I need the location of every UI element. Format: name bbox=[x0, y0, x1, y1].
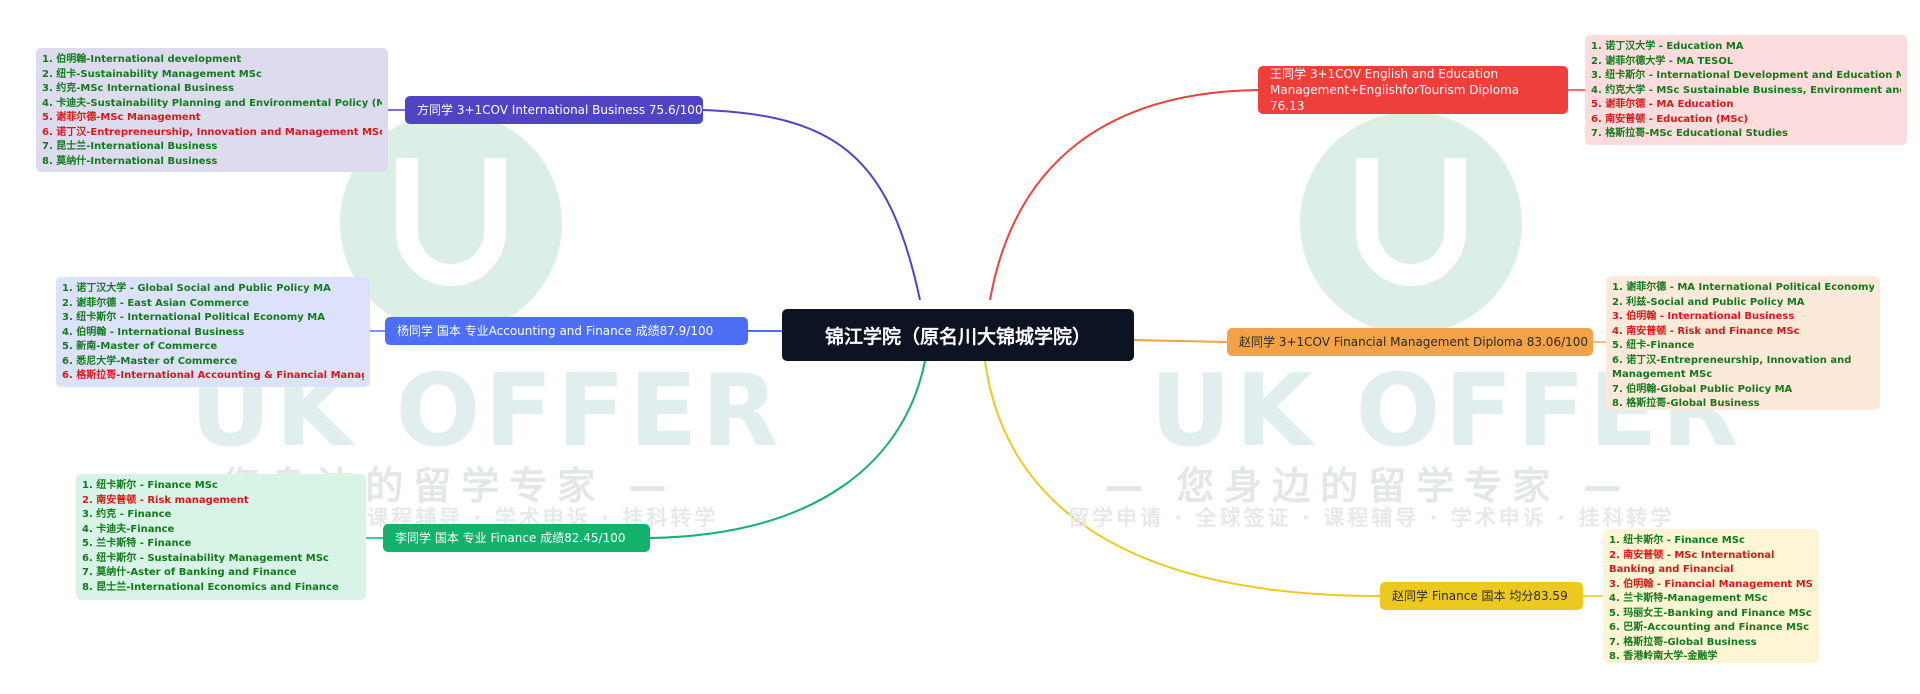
list-item: 4. 兰卡斯特-Management MSc bbox=[1609, 593, 1768, 604]
list-item: 2. 利兹-Social and Public Policy MA bbox=[1612, 296, 1805, 308]
list-item: 7. 伯明翰-Global Public Policy MA bbox=[1612, 383, 1793, 395]
list-item: 6. 悉尼大学-Master of Commerce bbox=[62, 355, 238, 367]
list-item: 1. 伯明翰-International development bbox=[42, 54, 242, 65]
list-item: 5. 兰卡斯特 - Finance bbox=[82, 538, 192, 549]
list-item: 8. 格斯拉哥-Global Business bbox=[1612, 398, 1760, 409]
list-item: 1. 诺丁汉大学 - Global Social and Public Poli… bbox=[62, 283, 331, 294]
branch-box-yang: 1. 诺丁汉大学 - Global Social and Public Poli… bbox=[56, 277, 370, 387]
list-item: 7. 昆士兰-International Business bbox=[42, 141, 218, 152]
branch-node-zhao2[interactable]: 赵同学 Finance 国本 均分83.59 bbox=[1380, 582, 1583, 610]
list-item: 1. 谢菲尔德 - MA International Political Eco… bbox=[1612, 282, 1874, 293]
list-item: 8. 莫纳什-International Business bbox=[42, 155, 218, 167]
list-item: 3. 约克-MSc International Business bbox=[42, 83, 234, 94]
list-item: 5. 谢菲尔德 - MA Education bbox=[1591, 99, 1734, 110]
list-item: 7. 莫纳什-Aster of Banking and Finance bbox=[82, 567, 297, 578]
list-item: 2. 纽卡-Sustainability Management MSc bbox=[42, 68, 262, 80]
list-item: 2. 谢菲尔德大学 - MA TESOL bbox=[1591, 55, 1734, 67]
list-item: 3. 伯明翰 - Financial Management MSc bbox=[1609, 578, 1813, 590]
list-item: 7. 格斯拉哥-MSc Educational Studies bbox=[1591, 128, 1789, 139]
list-item: 5. 玛丽女王-Banking and Finance MSc bbox=[1609, 607, 1812, 619]
branch-node-yang[interactable]: 杨同学 国本 专业Accounting and Finance 成绩87.9/1… bbox=[385, 317, 748, 345]
branch-box-wang: 1. 诺丁汉大学 - Education MA 2. 谢菲尔德大学 - MA T… bbox=[1585, 35, 1907, 145]
branch-box-zhao2: 1. 纽卡斯尔 - Finance MSc 2. 南安普顿 - MSc Inte… bbox=[1603, 529, 1819, 663]
list-item: 3. 伯明翰 - International Business bbox=[1612, 311, 1795, 322]
branch-list-fang: 1. 伯明翰-International development 2. 纽卡-S… bbox=[42, 53, 382, 169]
branch-node-wang-line2: Management+EnglishforTourism Diploma 76.… bbox=[1270, 82, 1520, 114]
branch-box-zhao1: 1. 谢菲尔德 - MA International Political Eco… bbox=[1606, 276, 1880, 410]
list-item: 2. 谢菲尔德 - East Asian Commerce bbox=[62, 297, 250, 309]
central-topic[interactable]: 锦江学院（原名川大锦城学院） bbox=[782, 309, 1134, 361]
connector-zhao1 bbox=[1133, 339, 1228, 343]
list-item: 4. 卡迪夫-Sustainability Planning and Envir… bbox=[42, 97, 382, 109]
list-item: 3. 纽卡斯尔 - International Development and … bbox=[1591, 70, 1901, 81]
list-item: 6. 诺丁汉-Entrepreneurship, Innovation and … bbox=[42, 126, 382, 138]
list-item: 6. 巴斯-Accounting and Finance MSc bbox=[1609, 622, 1810, 633]
list-item: 2. 南安普顿 - MSc International Banking and … bbox=[1609, 549, 1775, 576]
branch-box-li: 1. 纽卡斯尔 - Finance MSc 2. 南安普顿 - Risk man… bbox=[76, 474, 366, 600]
list-item: 4. 南安普顿 - Risk and Finance MSc bbox=[1612, 325, 1800, 337]
branch-node-wang-line1: 王同学 3+1COV English and Education bbox=[1270, 66, 1499, 81]
list-item: 4. 伯明翰 - International Business bbox=[62, 326, 245, 338]
branch-node-zhao1[interactable]: 赵同学 3+1COV Financial Management Diploma … bbox=[1227, 328, 1593, 356]
list-item: 6. 诺丁汉-Entrepreneurship, Innovation and … bbox=[1612, 354, 1852, 381]
connector-fang bbox=[702, 109, 921, 301]
list-item: 5. 新南-Master of Commerce bbox=[62, 341, 218, 352]
branch-list-li: 1. 纽卡斯尔 - Finance MSc 2. 南安普顿 - Risk man… bbox=[82, 479, 360, 595]
list-item: 1. 纽卡斯尔 - Finance MSc bbox=[82, 480, 218, 491]
list-item: 3. 纽卡斯尔 - International Political Econom… bbox=[62, 312, 325, 323]
branch-list-zhao2: 1. 纽卡斯尔 - Finance MSc 2. 南安普顿 - MSc Inte… bbox=[1609, 534, 1813, 663]
list-item: 1. 纽卡斯尔 - Finance MSc bbox=[1609, 535, 1745, 546]
list-item: 6. 格斯拉哥-International Accounting & Finan… bbox=[62, 370, 364, 381]
connector-zhao2 bbox=[984, 360, 1381, 597]
branch-list-yang: 1. 诺丁汉大学 - Global Social and Public Poli… bbox=[62, 282, 364, 384]
branch-node-fang[interactable]: 方同学 3+1COV International Business 75.6/1… bbox=[405, 96, 703, 124]
branch-box-fang: 1. 伯明翰-International development 2. 纽卡-S… bbox=[36, 48, 388, 172]
list-item: 6. 纽卡斯尔 - Sustainability Management MSc bbox=[82, 552, 329, 564]
list-item: 5. 纽卡-Finance bbox=[1612, 340, 1695, 351]
connector-wang bbox=[989, 89, 1259, 301]
list-item: 6. 南安普顿 - Education (MSc) bbox=[1591, 113, 1749, 125]
list-item: 8. 昆士兰-International Economics and Finan… bbox=[82, 581, 339, 593]
branch-node-wang[interactable]: 王同学 3+1COV English and Education Managem… bbox=[1258, 66, 1568, 114]
list-item: 7. 格斯拉哥-Global Business bbox=[1609, 636, 1757, 648]
branch-node-li[interactable]: 李同学 国本 专业 Finance 成绩82.45/100 bbox=[383, 524, 650, 552]
branch-list-zhao1: 1. 谢菲尔德 - MA International Political Eco… bbox=[1612, 281, 1874, 410]
list-item: 2. 南安普顿 - Risk management bbox=[82, 494, 249, 506]
connector-li bbox=[649, 360, 926, 539]
list-item: 4. 卡迪夫-Finance bbox=[82, 523, 175, 535]
list-item: 8. 香港岭南大学-金融学 bbox=[1609, 651, 1718, 662]
list-item: 5. 谢菲尔德-MSc Management bbox=[42, 112, 201, 123]
branch-node-wang-text: 王同学 3+1COV English and Education Managem… bbox=[1270, 66, 1556, 115]
list-item: 4. 约克大学 - MSc Sustainable Business, Envi… bbox=[1591, 84, 1901, 96]
list-item: 1. 诺丁汉大学 - Education MA bbox=[1591, 41, 1744, 52]
list-item: 3. 约克 - Finance bbox=[82, 509, 172, 520]
branch-list-wang: 1. 诺丁汉大学 - Education MA 2. 谢菲尔德大学 - MA T… bbox=[1591, 40, 1901, 142]
